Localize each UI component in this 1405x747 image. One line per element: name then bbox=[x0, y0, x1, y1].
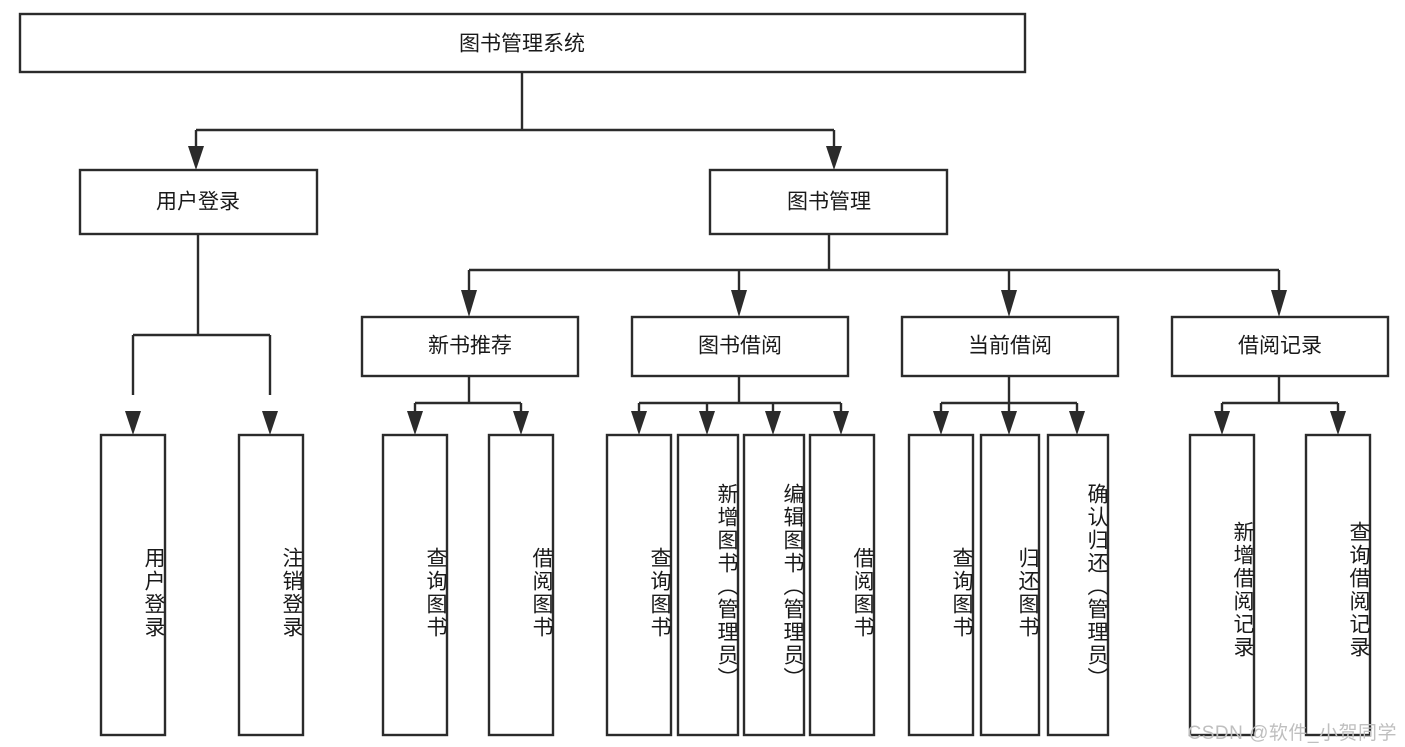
leaf-cb-query-box[interactable] bbox=[907, 433, 975, 737]
arrow-to-leaf-nb-query bbox=[407, 411, 423, 435]
node-current-borrow-label: 当前借阅 bbox=[968, 335, 1052, 358]
arrow-to-leaf-bb-query bbox=[631, 411, 647, 435]
node-book-manage[interactable]: 图书管理 bbox=[708, 168, 949, 236]
node-borrow-record-box[interactable] bbox=[1170, 315, 1390, 378]
csdn-watermark: CSDN @软件_小贺同学 bbox=[1187, 723, 1397, 744]
node-borrow-record[interactable]: 借阅记录 bbox=[1170, 315, 1390, 378]
leaf-bb-borrow-box[interactable] bbox=[808, 433, 876, 737]
node-new-book-box[interactable] bbox=[360, 315, 580, 378]
node-user-login-label: 用户登录 bbox=[156, 191, 240, 214]
node-borrow-record-label: 借阅记录 bbox=[1238, 335, 1322, 358]
arrow-to-leaf-bb-edit bbox=[765, 411, 781, 435]
leaf-bb-edit-box[interactable] bbox=[742, 433, 806, 737]
arrow-to-leaf-br-add bbox=[1214, 411, 1230, 435]
leaf-logout-box[interactable] bbox=[237, 433, 305, 737]
leaf-nb-borrow-box[interactable] bbox=[487, 433, 555, 737]
arrow-to-borrow-record bbox=[1271, 290, 1287, 317]
leaf-br-add-box[interactable] bbox=[1188, 433, 1256, 737]
leaf-nb-query-box[interactable] bbox=[381, 433, 449, 737]
node-root[interactable]: 图书管理系统 bbox=[18, 12, 1027, 74]
leaf-cb-confirm-box[interactable] bbox=[1046, 433, 1110, 737]
node-new-book[interactable]: 新书推荐 bbox=[360, 315, 580, 378]
arrow-to-leaf-bb-add bbox=[699, 411, 715, 435]
node-book-manage-box[interactable] bbox=[708, 168, 949, 236]
arrow-to-book-manage bbox=[826, 146, 842, 170]
node-book-borrow[interactable]: 图书借阅 bbox=[630, 315, 850, 378]
leaf-cb-return-box[interactable] bbox=[979, 433, 1041, 737]
connector-newbook-to-bus bbox=[413, 376, 523, 414]
connector-root-to-bus bbox=[194, 72, 836, 150]
node-book-manage-label: 图书管理 bbox=[787, 191, 871, 214]
connector-group bbox=[125, 72, 1346, 435]
arrow-to-book-borrow bbox=[731, 290, 747, 317]
leaf-user-login-box[interactable] bbox=[99, 433, 167, 737]
node-current-borrow[interactable]: 当前借阅 bbox=[900, 315, 1120, 378]
leaf-box-group bbox=[99, 433, 1372, 737]
arrow-to-leaf-cb-query bbox=[933, 411, 949, 435]
arrow-to-leaf-cb-return bbox=[1001, 411, 1017, 435]
leaf-br-query-box[interactable] bbox=[1304, 433, 1372, 737]
connector-borrowrecord-to-bus bbox=[1220, 376, 1340, 414]
connector-userlogin-to-bus bbox=[131, 234, 272, 395]
arrow-to-leaf-br-query bbox=[1330, 411, 1346, 435]
arrow-to-user-login bbox=[188, 146, 204, 170]
connector-bookmanage-to-bus bbox=[467, 234, 1281, 290]
node-book-borrow-label: 图书借阅 bbox=[698, 335, 782, 358]
arrow-to-leaf-bb-borrow bbox=[833, 411, 849, 435]
arrow-to-current-borrow bbox=[1001, 290, 1017, 317]
arrow-to-leaf-user-login bbox=[125, 411, 141, 435]
node-user-login[interactable]: 用户登录 bbox=[78, 168, 319, 236]
node-root-label: 图书管理系统 bbox=[459, 33, 585, 56]
node-user-login-box[interactable] bbox=[78, 168, 319, 236]
arrow-to-leaf-logout bbox=[262, 411, 278, 435]
node-current-borrow-box[interactable] bbox=[900, 315, 1120, 378]
leaf-bb-query-box[interactable] bbox=[605, 433, 673, 737]
arrow-to-new-book bbox=[461, 290, 477, 317]
leaf-bb-add-box[interactable] bbox=[676, 433, 740, 737]
connector-currentborrow-to-bus bbox=[939, 376, 1079, 414]
arrow-to-leaf-cb-confirm bbox=[1069, 411, 1085, 435]
connector-bookborrow-to-bus bbox=[637, 376, 843, 414]
node-new-book-label: 新书推荐 bbox=[428, 335, 512, 358]
node-book-borrow-box[interactable] bbox=[630, 315, 850, 378]
node-root-box[interactable] bbox=[18, 12, 1027, 74]
arrow-to-leaf-nb-borrow bbox=[513, 411, 529, 435]
